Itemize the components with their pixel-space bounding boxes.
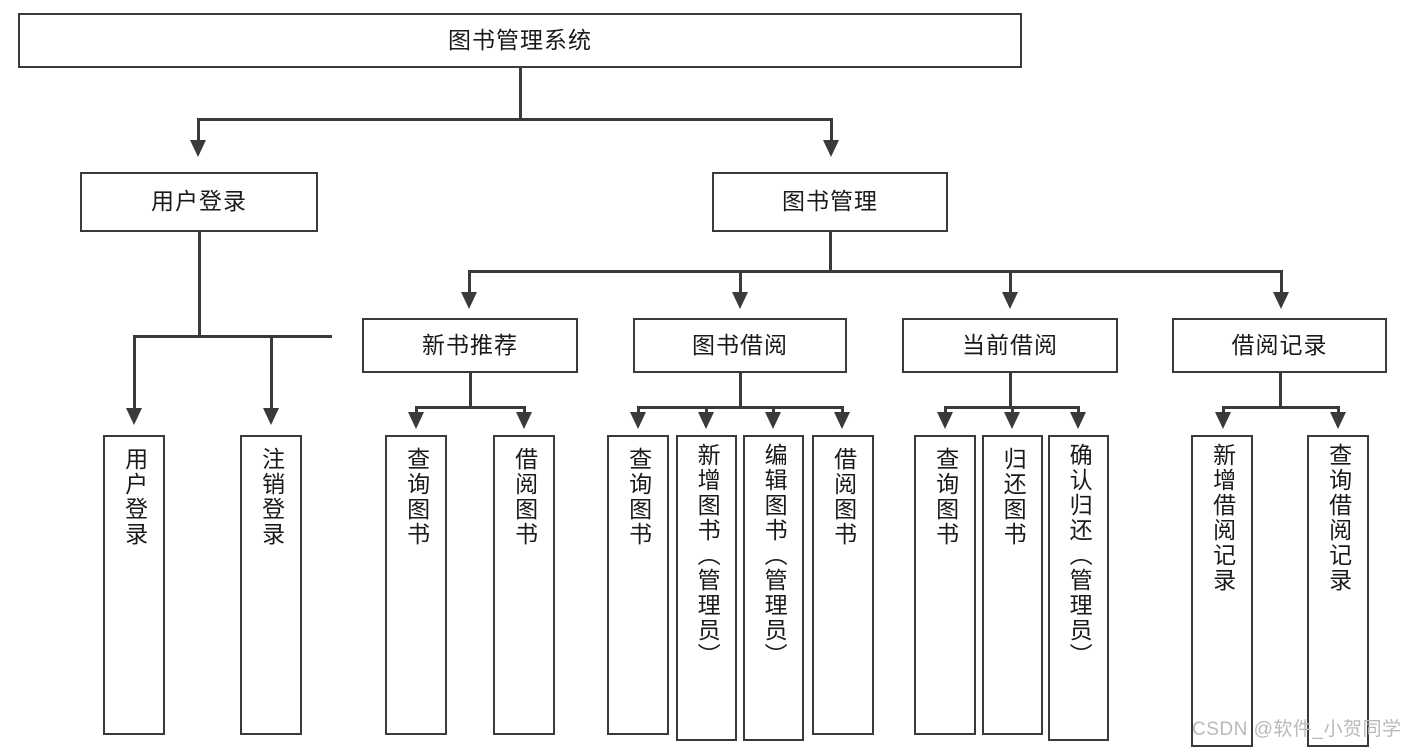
- arrow-to-query-book-1: [408, 412, 424, 429]
- node-label: 图书管理系统: [448, 26, 592, 53]
- connector-user-login-drop-2: [270, 335, 273, 410]
- arrow-to-edit-book-admin: [765, 412, 781, 429]
- node-label: 用户登录: [121, 447, 148, 547]
- connector-book-management-stem: [829, 232, 832, 270]
- arrow-to-new-book-recommend: [461, 292, 477, 309]
- arrow-to-current-borrow: [1002, 292, 1018, 309]
- node-label: 新增借阅记录: [1209, 443, 1236, 593]
- connector-br-drop-1: [1222, 406, 1225, 416]
- connector-user-login-bar: [133, 335, 332, 338]
- node-label: 编辑图书（管理员）: [761, 443, 788, 668]
- node-label: 查询图书: [403, 447, 430, 547]
- connector-bb-stem: [739, 373, 742, 408]
- node-book-management-system[interactable]: 图书管理系统: [18, 13, 1022, 68]
- connector-root-to-user-login: [197, 118, 200, 142]
- connector-root-stem: [519, 68, 522, 118]
- node-current-borrow[interactable]: 当前借阅: [902, 318, 1118, 373]
- connector-bb-drop-1: [637, 406, 640, 416]
- connector-bb-bar: [637, 406, 843, 409]
- node-query-book-3[interactable]: 查询图书: [914, 435, 976, 735]
- connector-br-drop-2: [1337, 406, 1340, 416]
- node-label: 查询图书: [625, 447, 652, 547]
- node-user-login[interactable]: 用户登录: [80, 172, 318, 232]
- connector-user-login-stem: [198, 232, 201, 335]
- node-query-borrow-record[interactable]: 查询借阅记录: [1307, 435, 1369, 747]
- connector-bm-drop-4: [1280, 270, 1283, 294]
- connector-nbr-drop-2: [523, 406, 526, 416]
- node-user-logout-leaf[interactable]: 注销登录: [240, 435, 302, 735]
- node-label: 查询图书: [932, 447, 959, 547]
- node-label: 借阅记录: [1231, 331, 1328, 358]
- arrow-root-to-user-login: [190, 140, 206, 157]
- connector-cb-drop-3: [1077, 406, 1080, 416]
- connector-bm-drop-3: [1009, 270, 1012, 294]
- arrow-to-query-book-3: [937, 412, 953, 429]
- node-label: 图书借阅: [692, 331, 788, 358]
- node-borrow-book-1[interactable]: 借阅图书: [493, 435, 555, 735]
- node-label: 注销登录: [258, 447, 285, 547]
- arrow-to-borrow-book-1: [516, 412, 532, 429]
- arrow-to-borrow-record: [1273, 292, 1289, 309]
- connector-nbr-stem: [469, 373, 472, 408]
- node-label: 查询借阅记录: [1325, 443, 1352, 593]
- node-label: 确认归还（管理员）: [1066, 443, 1093, 668]
- node-confirm-return-admin[interactable]: 确认归还（管理员）: [1048, 435, 1109, 741]
- arrow-to-borrow-book-2: [834, 412, 850, 429]
- arrow-to-return-book: [1004, 412, 1020, 429]
- connector-bm-drop-1: [468, 270, 471, 294]
- node-add-borrow-record[interactable]: 新增借阅记录: [1191, 435, 1253, 747]
- connector-root-to-book-management: [830, 118, 833, 142]
- node-new-book-recommend[interactable]: 新书推荐: [362, 318, 578, 373]
- node-label: 新书推荐: [422, 331, 518, 358]
- connector-nbr-bar: [415, 406, 525, 409]
- node-borrow-record[interactable]: 借阅记录: [1172, 318, 1387, 373]
- arrow-user-login-leaf: [126, 408, 142, 425]
- node-book-borrow[interactable]: 图书借阅: [633, 318, 847, 373]
- node-query-book-1[interactable]: 查询图书: [385, 435, 447, 735]
- connector-nbr-drop-1: [415, 406, 418, 416]
- connector-cb-drop-1: [944, 406, 947, 416]
- node-label: 归还图书: [1000, 447, 1027, 547]
- connector-bb-drop-3: [772, 406, 775, 416]
- connector-br-bar: [1222, 406, 1339, 409]
- node-label: 借阅图书: [511, 447, 538, 547]
- arrow-to-add-borrow-record: [1215, 412, 1231, 429]
- node-edit-book-admin[interactable]: 编辑图书（管理员）: [743, 435, 804, 741]
- connector-bb-drop-2: [705, 406, 708, 416]
- arrow-to-query-book-2: [630, 412, 646, 429]
- arrow-to-book-borrow: [732, 292, 748, 309]
- csdn-watermark: CSDN @软件_小贺同学: [1192, 719, 1402, 740]
- connector-cb-drop-2: [1011, 406, 1014, 416]
- arrow-to-query-borrow-record: [1330, 412, 1346, 429]
- node-label: 当前借阅: [962, 331, 1058, 358]
- arrow-to-add-book-admin: [698, 412, 714, 429]
- node-return-book[interactable]: 归还图书: [982, 435, 1043, 735]
- node-user-login-leaf[interactable]: 用户登录: [103, 435, 165, 735]
- arrow-root-to-book-management: [823, 140, 839, 157]
- node-borrow-book-2[interactable]: 借阅图书: [812, 435, 874, 735]
- node-label: 图书管理: [782, 188, 878, 215]
- node-query-book-2[interactable]: 查询图书: [607, 435, 669, 735]
- connector-bb-drop-4: [841, 406, 844, 416]
- node-book-management[interactable]: 图书管理: [712, 172, 948, 232]
- arrow-user-logout-leaf: [263, 408, 279, 425]
- node-label: 借阅图书: [830, 447, 857, 547]
- connector-bm-drop-2: [739, 270, 742, 294]
- node-add-book-admin[interactable]: 新增图书（管理员）: [676, 435, 737, 741]
- node-label: 用户登录: [151, 188, 247, 215]
- connector-root-bar: [197, 118, 832, 121]
- connector-br-stem: [1279, 373, 1282, 408]
- connector-book-management-bar: [468, 270, 1283, 273]
- node-label: 新增图书（管理员）: [694, 443, 721, 668]
- arrow-to-confirm-return-admin: [1070, 412, 1086, 429]
- connector-user-login-drop-1: [133, 335, 136, 410]
- connector-cb-stem: [1009, 373, 1012, 408]
